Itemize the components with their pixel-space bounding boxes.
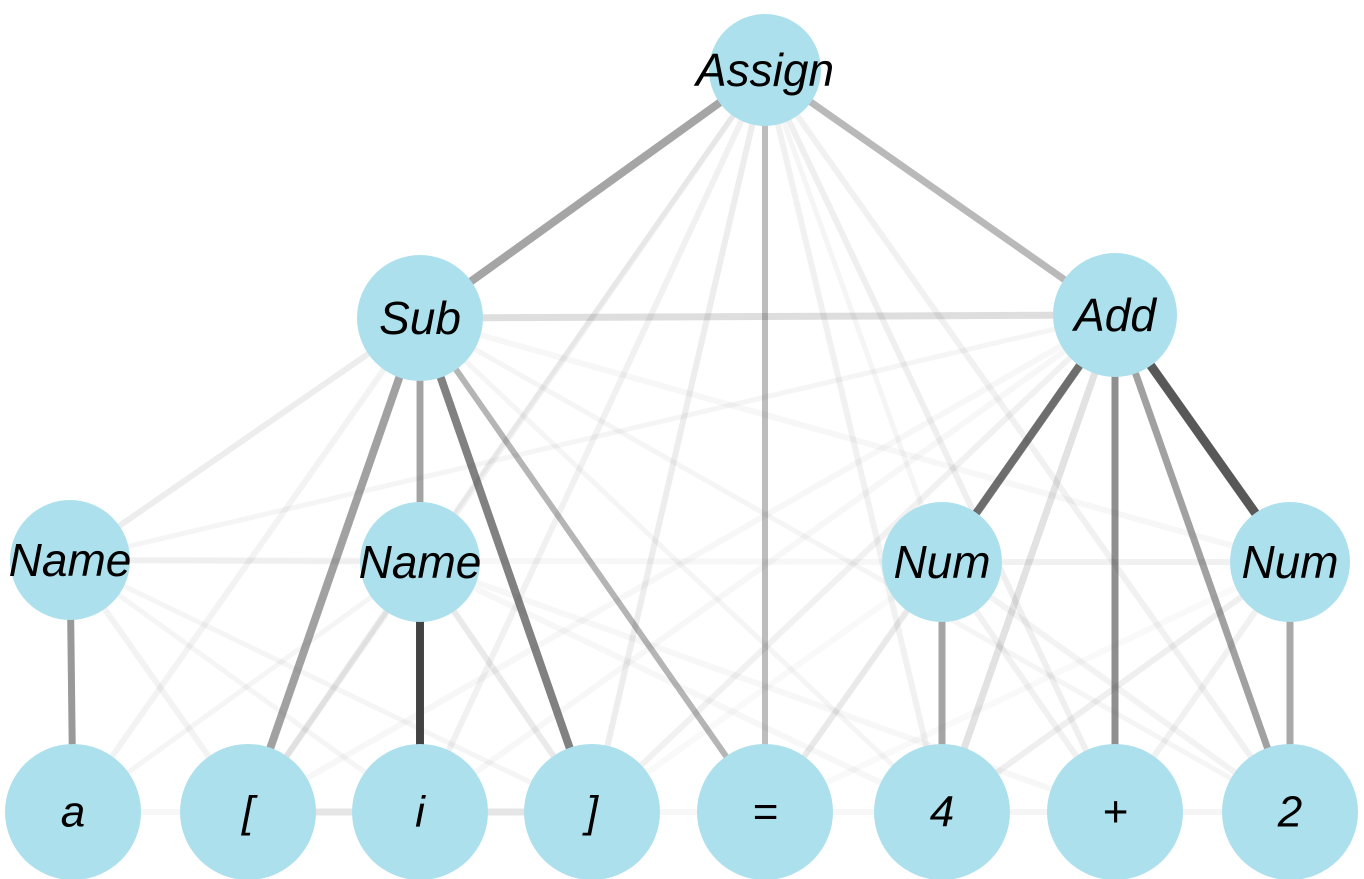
graph-node-sub[interactable]: Sub <box>357 255 483 381</box>
graph-edge <box>638 354 1074 769</box>
node-label: 4 <box>930 788 954 837</box>
node-circle[interactable] <box>180 744 316 879</box>
graph-edge <box>436 373 574 752</box>
graph-edge <box>826 588 1235 783</box>
graph-edge <box>477 332 1236 549</box>
graph-edge <box>109 366 387 760</box>
graph-edge <box>283 608 389 759</box>
graph-node-name1[interactable]: Name <box>9 500 132 620</box>
node-label: i <box>415 788 426 837</box>
node-label: 2 <box>1277 788 1302 837</box>
graph-edge <box>266 373 404 752</box>
node-label: Num <box>893 536 990 588</box>
node-circle[interactable] <box>1047 744 1183 879</box>
node-label: Name <box>9 534 132 586</box>
graph-edge <box>101 606 212 760</box>
node-circle[interactable] <box>697 744 833 879</box>
graph-edge <box>463 358 896 768</box>
graph-edge <box>472 348 1068 776</box>
graph-edge <box>774 121 930 749</box>
node-circle[interactable] <box>352 744 488 879</box>
graph-edge <box>453 366 730 760</box>
graph-node-tok_2[interactable]: 2 <box>1222 744 1358 879</box>
graph-edge <box>451 608 557 759</box>
graph-edge <box>973 608 1080 760</box>
graph-edge <box>445 117 745 754</box>
graph-node-num2[interactable]: Num <box>1230 502 1350 622</box>
graph-edge <box>472 346 1234 781</box>
node-circle[interactable] <box>1222 744 1358 879</box>
node-label: Sub <box>379 292 461 344</box>
graph-edge <box>960 370 1099 752</box>
graph-edge <box>116 350 372 529</box>
graph-node-tok_plus[interactable]: + <box>1047 744 1183 879</box>
graph-edge <box>1150 608 1259 760</box>
node-circle[interactable] <box>357 255 483 381</box>
node-circle[interactable] <box>10 500 130 620</box>
node-circle[interactable] <box>874 744 1010 879</box>
edges-layer <box>67 98 1294 816</box>
graph-edge <box>1146 361 1260 518</box>
graph-edge <box>794 112 1254 760</box>
graph-edge <box>471 584 884 786</box>
node-label: + <box>1102 788 1128 837</box>
node-label: Assign <box>693 44 834 96</box>
graph-node-assign[interactable]: Assign <box>693 14 834 126</box>
node-label: a <box>61 788 85 837</box>
node-circle[interactable] <box>524 744 660 879</box>
node-circle[interactable] <box>1230 502 1350 622</box>
graph-edge <box>467 98 724 286</box>
graph-edge <box>125 594 374 775</box>
graph-node-tok_lb[interactable]: [ <box>180 744 316 879</box>
graph-edge <box>479 311 1057 322</box>
graph-node-tok_4[interactable]: 4 <box>874 744 1010 879</box>
graph-edge <box>303 342 1065 782</box>
graph-edge <box>781 120 925 509</box>
graph-edge <box>125 326 1058 549</box>
graph-edge <box>604 121 756 749</box>
graph-edge <box>451 113 736 516</box>
graph-edge <box>1132 369 1271 752</box>
graph-node-name2[interactable]: Name <box>359 502 482 622</box>
node-label: Num <box>1241 536 1338 588</box>
graph-edge <box>972 361 1084 517</box>
node-circle[interactable] <box>1053 253 1177 377</box>
graph-edge <box>121 583 534 785</box>
node-label: [ <box>241 788 258 837</box>
node-circle[interactable] <box>360 502 480 622</box>
node-label: Name <box>359 536 482 588</box>
graph-edge <box>116 592 368 775</box>
node-label: Add <box>1071 289 1157 341</box>
graph-node-add[interactable]: Add <box>1053 253 1177 377</box>
node-circle[interactable] <box>709 14 821 126</box>
graph-node-tok_i[interactable]: i <box>352 744 488 879</box>
graph-edge <box>67 616 76 748</box>
node-label: = <box>752 788 778 837</box>
graph-edge <box>994 594 1245 776</box>
node-circle[interactable] <box>5 744 141 879</box>
graph-edge <box>807 98 1068 283</box>
graph-edge <box>126 557 364 565</box>
graph-node-tok_eq[interactable]: = <box>697 744 833 879</box>
node-label: ] <box>582 788 600 837</box>
graph-edge <box>801 607 911 760</box>
graph-node-num1[interactable]: Num <box>882 502 1002 622</box>
graph-node-tok_a[interactable]: a <box>5 744 141 879</box>
node-circle[interactable] <box>882 502 1002 622</box>
graph-edge <box>283 112 736 760</box>
graph-node-tok_rb[interactable]: ] <box>524 744 660 879</box>
graph-edge <box>785 117 1089 754</box>
